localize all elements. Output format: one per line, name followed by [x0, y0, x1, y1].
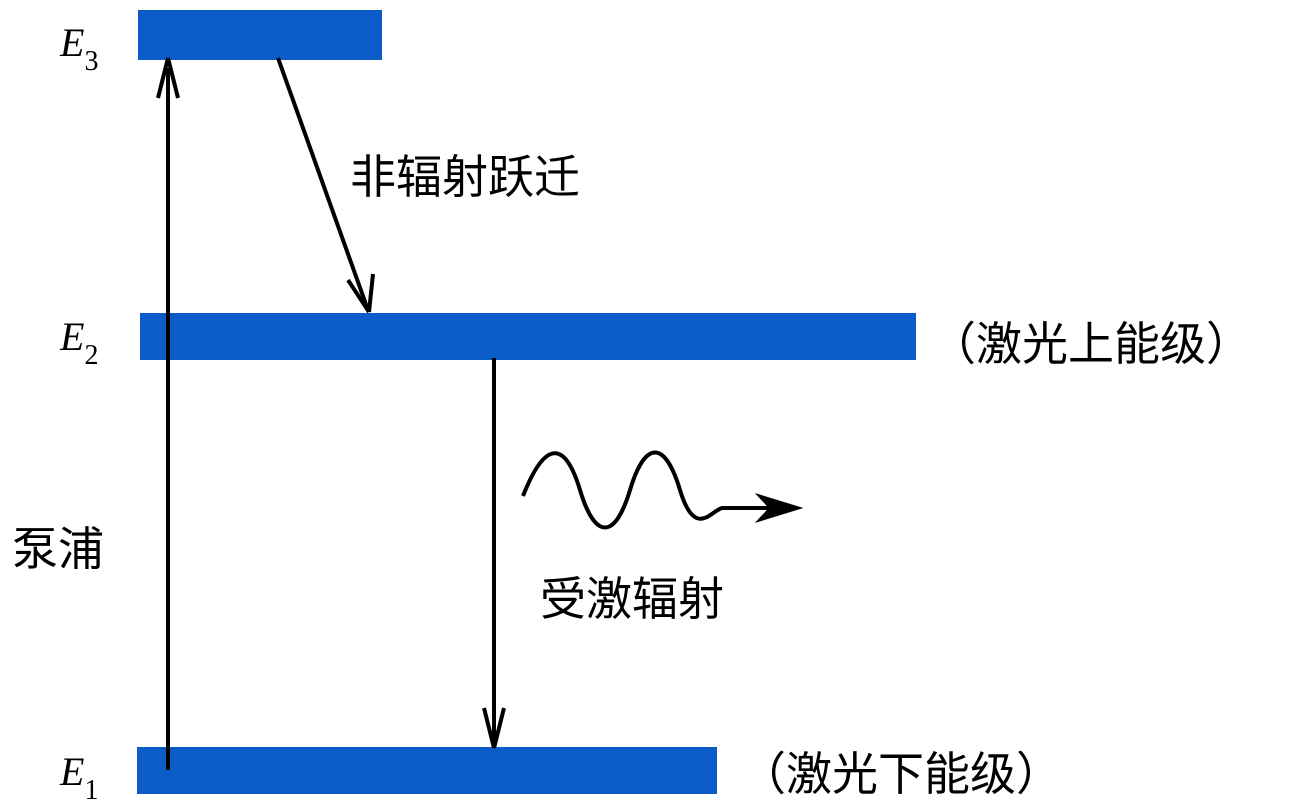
level-label-e1-letter: E: [59, 749, 84, 794]
level-label-e3-subscript: 3: [84, 46, 98, 77]
level-label-e2-letter: E: [59, 314, 84, 359]
level-note-e2: （激光上能级）: [930, 317, 1252, 371]
level-label-e3-letter: E: [59, 20, 84, 65]
level-label-e2-subscript: 2: [84, 340, 98, 371]
level-label-e1-subscript: 1: [84, 775, 98, 806]
non-radiative-label: 非辐射跃迁: [350, 150, 580, 204]
level-label-e2: E2: [59, 314, 98, 371]
energy-level-bar-e1: [137, 747, 717, 794]
non-radiative-arrowhead: [346, 273, 375, 314]
photon-wave-icon: [521, 450, 790, 530]
level-label-e1: E1: [59, 749, 98, 806]
stimulated-label: 受激辐射: [540, 572, 724, 626]
pump-arrowhead: [156, 57, 180, 99]
non-radiative-arrow-shaft: [276, 57, 370, 311]
level-label-e3: E3: [59, 20, 98, 77]
stimulated-arrowhead: [482, 707, 506, 749]
photon-arrowhead: [754, 492, 804, 524]
energy-level-bar-e2: [140, 313, 916, 360]
level-note-e1: （激光下能级）: [740, 747, 1062, 801]
pump-label: 泵浦: [12, 522, 104, 576]
energy-level-bar-e3: [138, 10, 382, 60]
